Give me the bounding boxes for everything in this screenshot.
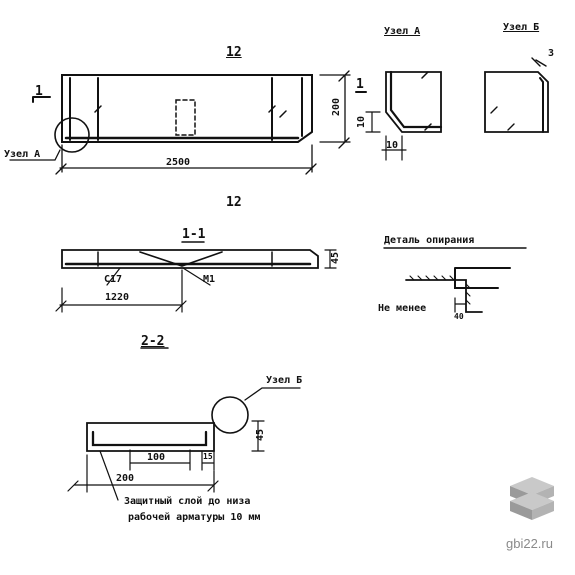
plan-left-band bbox=[69, 77, 99, 141]
node-a-bar bbox=[389, 70, 443, 129]
node-a-dims bbox=[365, 111, 407, 161]
node-b-ticks bbox=[490, 57, 547, 131]
rebar-c17-label: С17 bbox=[104, 274, 123, 285]
section-2-dim-45 bbox=[251, 420, 265, 452]
node-b-leader bbox=[244, 387, 301, 401]
node-a-callout-label: Узел А bbox=[4, 149, 41, 160]
section-1-dim-1220 bbox=[55, 269, 187, 313]
support-min-label: Не менее bbox=[378, 303, 427, 314]
section-2-dim-15 bbox=[201, 451, 215, 471]
dim-200-label: 200 bbox=[116, 473, 135, 484]
plan-opening bbox=[175, 99, 196, 136]
dim-100-label: 100 bbox=[147, 452, 166, 463]
support-detail bbox=[383, 247, 527, 313]
support-wall bbox=[405, 279, 483, 313]
plan-right-band bbox=[271, 77, 303, 141]
section-2-outline bbox=[86, 422, 215, 452]
node-b-bar bbox=[539, 77, 544, 133]
support-detail-title: Деталь опирания bbox=[384, 235, 475, 246]
length-dim-label: 2500 bbox=[166, 157, 191, 168]
height-dim bbox=[319, 70, 351, 149]
section-mark-right-label: 1 bbox=[356, 77, 364, 92]
node-b-outline bbox=[484, 71, 549, 133]
node-a-outline bbox=[385, 71, 442, 133]
dim-15-label: 15 bbox=[203, 452, 213, 461]
support-dim-label: 40 bbox=[454, 312, 464, 321]
section-1-leaders bbox=[106, 267, 211, 286]
node-b-title: Узел Б bbox=[503, 22, 540, 33]
plan-view bbox=[9, 70, 367, 175]
height-dim-label: 200 bbox=[331, 97, 343, 117]
section-thk-label: 45 bbox=[330, 251, 342, 265]
note-line-2: рабочей арматуры 10 мм bbox=[128, 512, 261, 523]
section-1-1 bbox=[55, 241, 337, 313]
node-a-detail bbox=[365, 70, 443, 161]
section-1-dim-thk bbox=[324, 249, 337, 269]
plan-mark: 12 bbox=[226, 45, 242, 60]
section-1-1-title: 1-1 bbox=[182, 227, 206, 242]
node-b-dim-label: 3 bbox=[548, 48, 555, 59]
node-a-leader bbox=[9, 149, 61, 161]
section-1-v bbox=[139, 251, 223, 267]
node-a-circle bbox=[54, 117, 90, 153]
watermark-logo bbox=[510, 477, 554, 520]
support-dim bbox=[454, 297, 467, 313]
dim-1220-label: 1220 bbox=[105, 292, 130, 303]
plan-outline bbox=[61, 74, 313, 143]
section-1-inner bbox=[97, 251, 273, 267]
section-2-dim-200 bbox=[67, 454, 219, 493]
node-a-dim-label: 10 bbox=[356, 115, 368, 129]
dim-45-b-label: 45 bbox=[255, 428, 267, 442]
support-hatch bbox=[409, 275, 471, 305]
section-1-outline bbox=[61, 249, 319, 269]
plan-ticks bbox=[94, 105, 287, 118]
support-slab bbox=[454, 267, 511, 289]
rebar-m1-label: М1 bbox=[203, 274, 216, 285]
node-b-detail bbox=[484, 57, 549, 133]
section-mark-left-label: 1 bbox=[35, 84, 43, 99]
section-2-note-leader bbox=[99, 450, 119, 501]
note-line-1: Защитный слой до низа bbox=[124, 496, 251, 507]
section-2-2-title: 2-2 bbox=[141, 334, 165, 349]
node-a-title: Узел А bbox=[384, 26, 421, 37]
section-2-2 bbox=[67, 347, 301, 501]
length-dim bbox=[55, 144, 317, 175]
watermark-text: gbi22.ru bbox=[506, 536, 553, 551]
node-a-ticks bbox=[421, 71, 432, 131]
section-2-bar bbox=[91, 430, 208, 447]
node-b-callout-label: Узел Б bbox=[266, 375, 303, 386]
node-b-circle bbox=[211, 396, 249, 434]
node-a-dim-small-label: 10 bbox=[386, 140, 399, 151]
mid-mark: 12 bbox=[226, 195, 242, 210]
section-mark-left bbox=[32, 96, 51, 103]
section-2-dim-100 bbox=[129, 449, 191, 471]
